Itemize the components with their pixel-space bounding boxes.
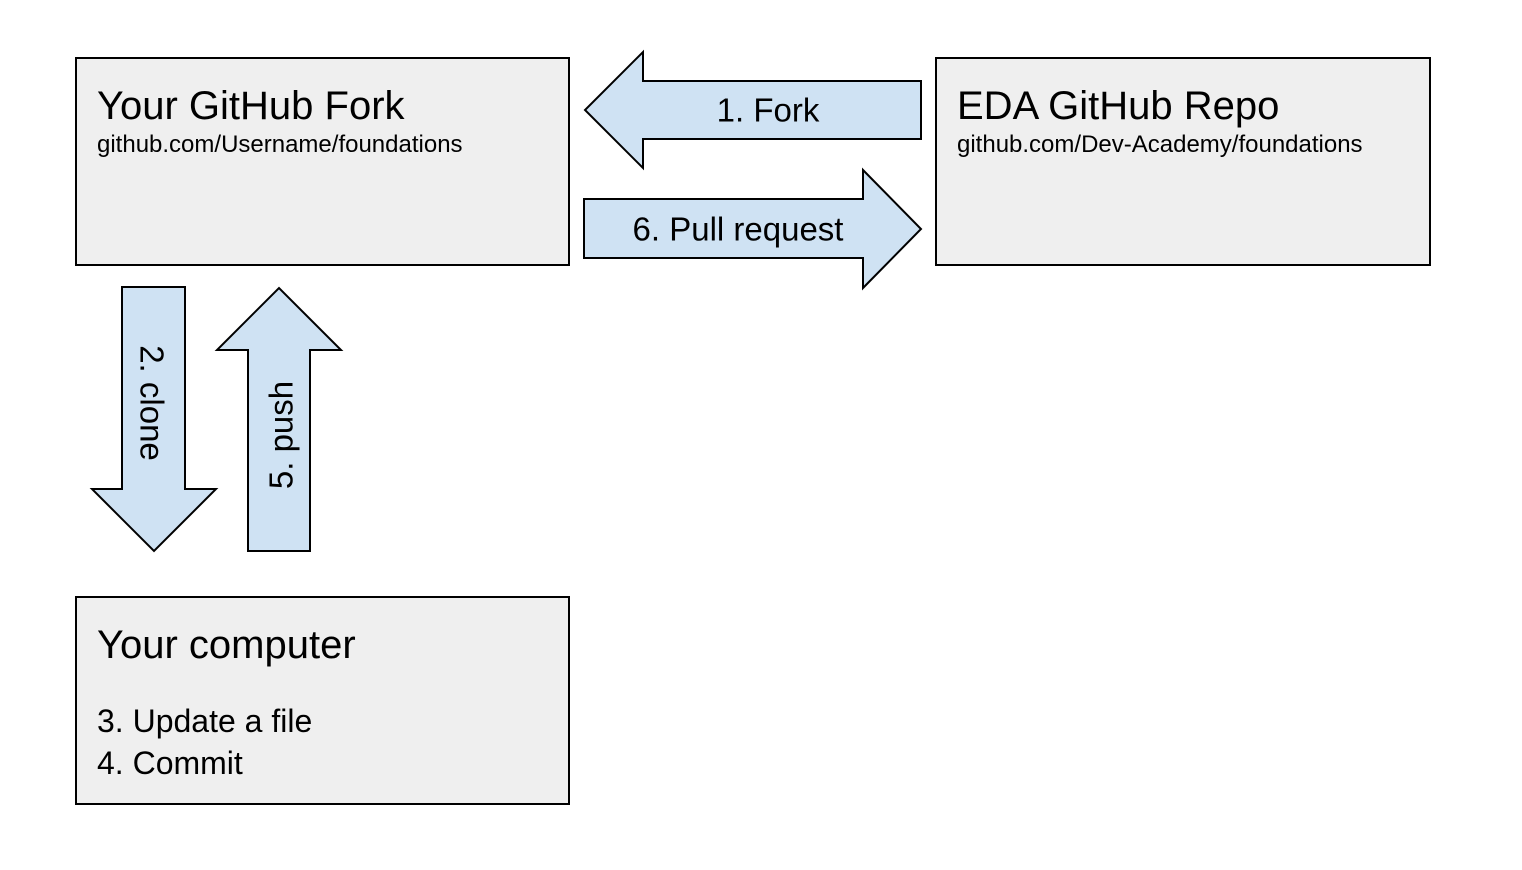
step-commit: 4. Commit bbox=[97, 745, 243, 781]
fork-arrow-label: 1. Fork bbox=[717, 92, 820, 129]
pull-request-arrow-label: 6. Pull request bbox=[633, 211, 844, 248]
pull-request-arrow: 6. Pull request bbox=[583, 167, 923, 291]
github-fork-box: Your GitHub Fork github.com/Username/fou… bbox=[75, 57, 570, 266]
fork-box-url: github.com/Username/foundations bbox=[97, 131, 463, 158]
fork-arrow-shape bbox=[583, 49, 922, 171]
step-update-file: 3. Update a file bbox=[97, 703, 313, 739]
push-arrow-label: 5. push bbox=[263, 381, 300, 489]
fork-box-title: Your GitHub Fork bbox=[97, 84, 405, 128]
clone-arrow-shape bbox=[89, 286, 219, 553]
clone-arrow: 2. clone bbox=[89, 286, 219, 553]
eda-box-title: EDA GitHub Repo bbox=[957, 84, 1280, 128]
push-arrow: 5. push bbox=[214, 286, 344, 552]
computer-box-title: Your computer bbox=[97, 623, 356, 667]
computer-box: Your computer 3. Update a file 4. Commit bbox=[75, 596, 570, 805]
fork-arrow: 1. Fork bbox=[583, 49, 922, 171]
clone-arrow-label: 2. clone bbox=[134, 345, 171, 461]
push-arrow-shape bbox=[214, 286, 344, 552]
eda-box-url: github.com/Dev-Academy/foundations bbox=[957, 131, 1363, 158]
eda-repo-box: EDA GitHub Repo github.com/Dev-Academy/f… bbox=[935, 57, 1431, 266]
pull-request-arrow-shape bbox=[583, 167, 923, 291]
